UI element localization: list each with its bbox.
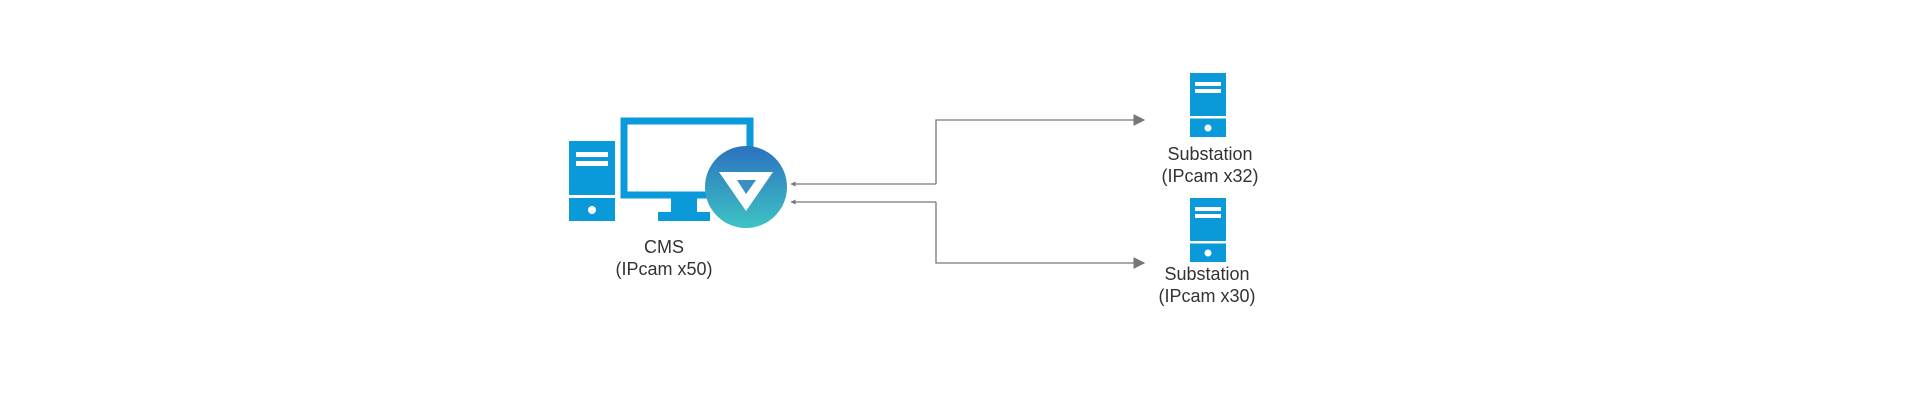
- substation-1-cameras-label: (IPcam x32): [1161, 166, 1258, 186]
- vms-logo-icon: [705, 146, 787, 228]
- substation-2-cameras-label: (IPcam x30): [1158, 286, 1255, 306]
- connector-to-substation-1: [790, 114, 1146, 187]
- cms-cameras-label: (IPcam x50): [615, 259, 712, 279]
- substation-2-name-label: Substation: [1164, 264, 1249, 284]
- cms-name-label: CMS: [644, 237, 684, 257]
- server-icon: [1190, 73, 1226, 137]
- substation-1-name-label: Substation: [1167, 144, 1252, 164]
- tower-icon: [569, 141, 615, 221]
- connector-to-substation-2: [790, 199, 1146, 269]
- server-icon: [1190, 198, 1226, 262]
